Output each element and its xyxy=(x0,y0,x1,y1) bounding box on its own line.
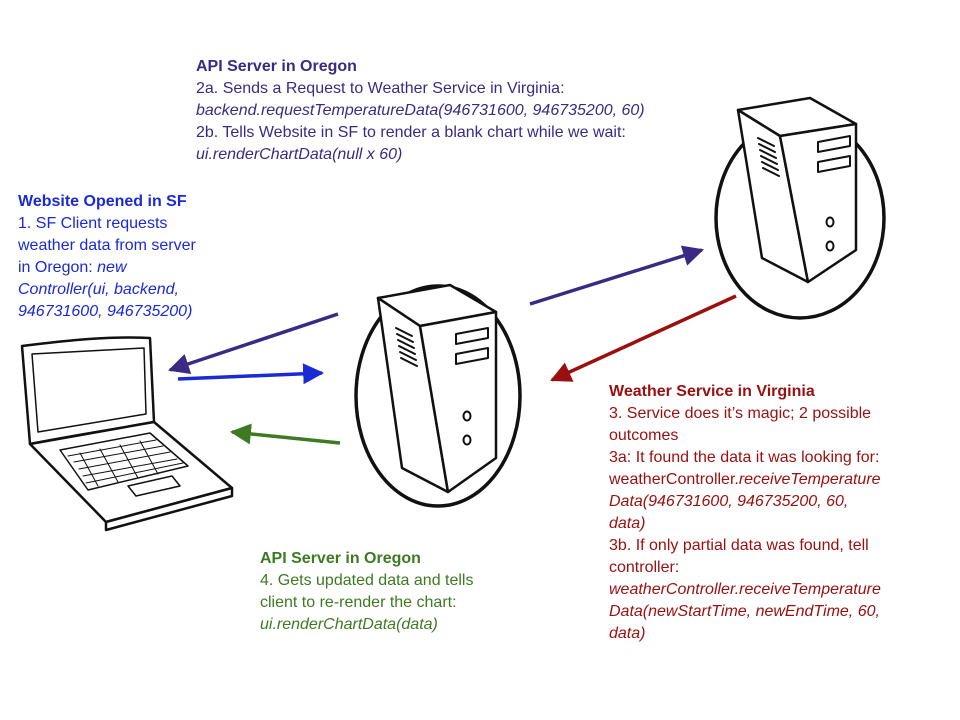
arrow-oregon-to-laptop-update xyxy=(229,423,341,445)
arrow-laptop-to-oregon xyxy=(177,363,325,385)
website-code: 946731600, 946735200) xyxy=(18,303,193,320)
api-server-top-line: 2a. Sends a Request to Weather Service i… xyxy=(196,80,565,97)
weather-service-code: receiveTemperature xyxy=(738,471,881,488)
weather-service-line: 3a: It found the data it was looking for… xyxy=(609,449,880,466)
api-server-bottom-line: client to re-render the chart: xyxy=(260,594,457,611)
weather-service-line: data) xyxy=(609,513,881,535)
weather-service-line: 3b. If only partial data was found, tell xyxy=(609,537,869,554)
website-line: weather data from server xyxy=(18,237,196,254)
weather-service-line: 3. Service does it’s magic; 2 possible xyxy=(609,405,872,422)
api-server-top-label: API Server in Oregon 2a. Sends a Request… xyxy=(196,56,645,166)
website-code: Controller(ui, backend, xyxy=(18,281,179,298)
api-server-bottom-line: 4. Gets updated data and tells xyxy=(260,572,474,589)
website-line: in Oregon: new xyxy=(18,257,196,279)
weather-service-line: Data(newStartTime, newEndTime, 60, xyxy=(609,601,881,623)
weather-service-line: weatherController.receiveTemperature xyxy=(609,579,881,601)
website-line: 946731600, 946735200) xyxy=(18,301,196,323)
weather-service-title: Weather Service in Virginia xyxy=(609,383,815,400)
weather-service-text: weatherController. xyxy=(609,471,739,488)
weather-service-line: data) xyxy=(609,623,881,645)
weather-service-code: Data(946731600, 946735200, 60, xyxy=(609,493,849,510)
website-code: new xyxy=(97,259,127,276)
weather-service-line: weatherController.receiveTemperature xyxy=(609,469,881,491)
website-line: 1. SF Client requests xyxy=(18,215,168,232)
website-text: in Oregon: xyxy=(18,259,98,276)
server-icon xyxy=(714,96,886,320)
weather-service-code: data) xyxy=(609,625,646,642)
api-server-top-code: ui.renderChartData(null x 60) xyxy=(196,146,403,163)
api-server-top-line: ui.renderChartData(null x 60) xyxy=(196,144,645,166)
api-server-bottom-label: API Server in Oregon 4. Gets updated dat… xyxy=(260,548,473,636)
api-server-bottom-line: ui.renderChartData(data) xyxy=(260,614,473,636)
api-server-bottom-title: API Server in Oregon xyxy=(260,550,421,567)
server-icon xyxy=(354,283,522,508)
api-server-top-line: backend.requestTemperatureData(946731600… xyxy=(196,100,645,122)
api-server-bottom-code: ui.renderChartData(data) xyxy=(260,616,438,633)
weather-service-line: controller: xyxy=(609,559,680,576)
api-server-top-title: API Server in Oregon xyxy=(196,58,357,75)
website-label: Website Opened in SF 1. SF Client reques… xyxy=(18,191,196,323)
weather-service-code: data) xyxy=(609,515,646,532)
weather-service-code: Data(newStartTime, newEndTime, 60, xyxy=(609,603,880,620)
arrow-oregon-to-virginia xyxy=(529,245,705,306)
weather-service-line: Data(946731600, 946735200, 60, xyxy=(609,491,881,513)
arrow-oregon-to-laptop xyxy=(168,312,339,374)
api-server-top-code: backend.requestTemperatureData(946731600… xyxy=(196,102,645,119)
weather-service-line: outcomes xyxy=(609,427,679,444)
weather-service-label: Weather Service in Virginia 3. Service d… xyxy=(609,381,881,645)
laptop-icon xyxy=(20,336,234,532)
api-server-top-line: 2b. Tells Website in SF to render a blan… xyxy=(196,124,626,141)
website-line: Controller(ui, backend, xyxy=(18,279,196,301)
arrow-virginia-to-oregon xyxy=(550,294,737,382)
website-title: Website Opened in SF xyxy=(18,193,187,210)
weather-service-code: weatherController.receiveTemperature xyxy=(609,581,881,598)
